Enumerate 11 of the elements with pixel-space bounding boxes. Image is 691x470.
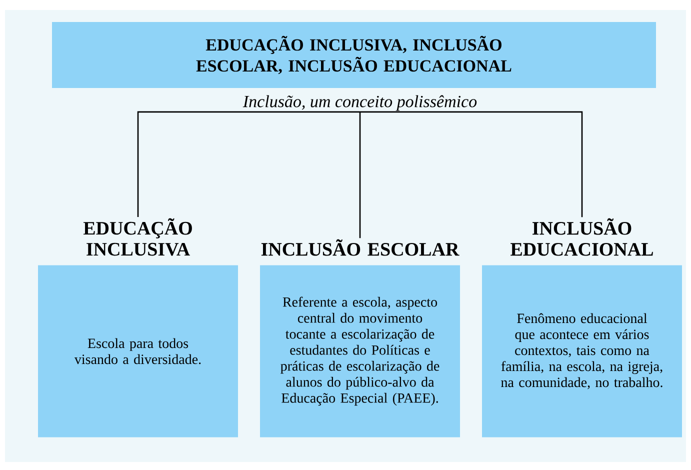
title-box: EDUCAÇÃO INCLUSIVA, INCLUSÃO ESCOLAR, INCLUSÃO EDUCACIONAL bbox=[52, 22, 656, 88]
connector-line bbox=[359, 112, 361, 238]
category-box: INCLUSÃO ESCOLAR Referente a escola, aspecto central do movimento tocante a escolarização de estudantes do Políticas e práticas de escolarização de alunos do público-alvo da Educação Especial (PAEE). bbox=[260, 239, 460, 438]
node-label: INCLUSÃO ESCOLAR bbox=[261, 239, 460, 256]
connector-line bbox=[137, 111, 360, 217]
category-box: EDUCAÇÃO INCLUSIVA Escola para todos visando a diversidade. bbox=[38, 218, 238, 438]
subtitle: Inclusão, um conceito polissêmico bbox=[242, 95, 477, 111]
node-label: EDUCAÇÃO INCLUSIVA bbox=[83, 218, 192, 256]
connector-line bbox=[360, 111, 583, 218]
node-label: INCLUSÃO EDUCACIONAL bbox=[510, 218, 653, 256]
category-box: INCLUSÃO EDUCACIONAL Fenômeno educacional que acontece em vários contextos, tais como na família, na escola, na igreja, na comunidade, no trabalho. bbox=[482, 218, 682, 438]
